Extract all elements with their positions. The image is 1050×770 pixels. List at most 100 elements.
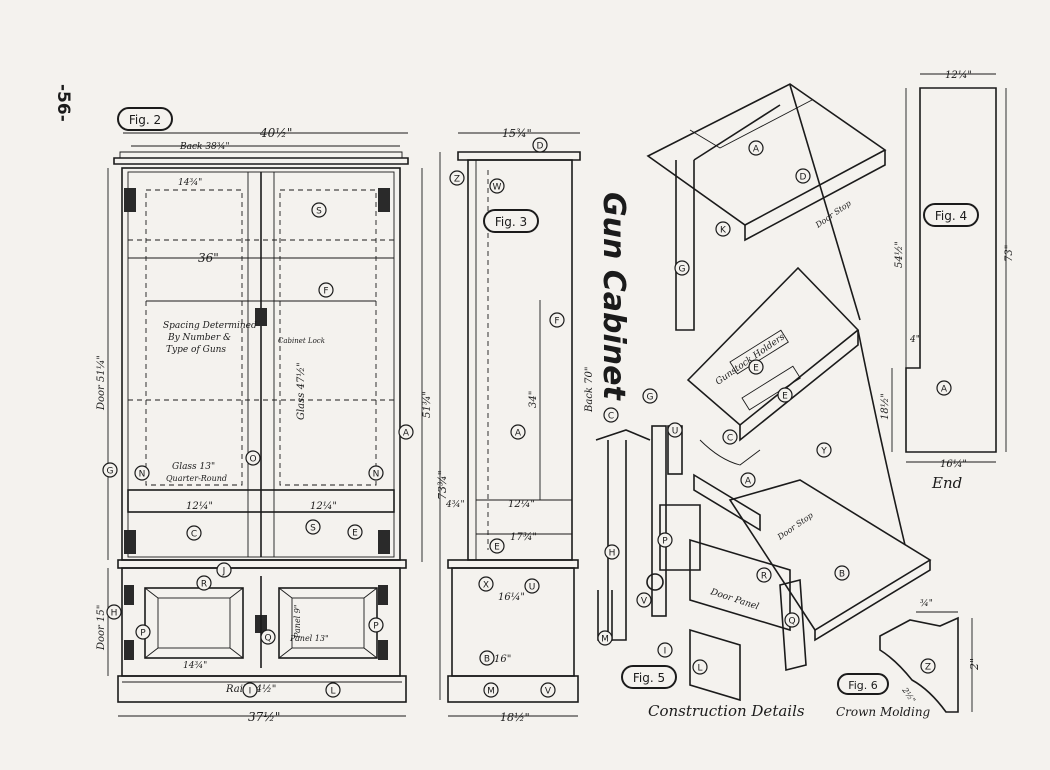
- fig2-spacing-note-2: By Number &: [167, 333, 231, 343]
- part-callout-letter: E: [753, 364, 759, 374]
- part-callout-letter: K: [720, 226, 727, 236]
- fig6-label-box: Fig. 6: [837, 673, 889, 695]
- part-callout-circle: [368, 617, 384, 633]
- part-callout-letter: A: [941, 385, 948, 395]
- part-callout-letter: R: [201, 580, 207, 590]
- part-callout-circle: [368, 465, 384, 481]
- fig2-base-width: 37½": [248, 710, 280, 724]
- part-callout-circle: [722, 429, 738, 445]
- part-callout-letter: G: [679, 265, 686, 275]
- part-callout-letter: J: [222, 567, 226, 577]
- part-callout-circle: [540, 682, 556, 698]
- part-callout-circle: [489, 538, 505, 554]
- part-callout-letter: C: [727, 434, 733, 444]
- part-callout-letter: C: [191, 530, 197, 540]
- part-callout-letter: I: [664, 647, 667, 657]
- fig3-depth-lower: 18½": [500, 711, 530, 724]
- fig5-label-box: Fig. 5: [621, 665, 677, 689]
- part-callout-letter: Z: [925, 663, 931, 673]
- fig2-bottom-dim: 14¾": [183, 660, 207, 671]
- part-callout-circle: [325, 682, 341, 698]
- part-callout-circle: [196, 575, 212, 591]
- fig2-height-total: 73¾": [436, 470, 449, 500]
- part-callout-circle: [603, 407, 619, 423]
- part-callout-circle: [135, 624, 151, 640]
- fig2-spacing-note-3: Type of Guns: [166, 345, 226, 355]
- part-callout-letter: G: [647, 393, 654, 403]
- part-callout-letter: L: [697, 664, 702, 674]
- fig6-crown-molding: ¾" 2" 2½" Fig. 6 Crown Molding: [836, 598, 981, 719]
- part-callout-letter: E: [782, 392, 788, 402]
- part-callout-circle: [636, 592, 652, 608]
- fig3-depth-12: 12¼": [508, 499, 535, 510]
- part-callout-letter: F: [323, 287, 328, 297]
- fig3-label: Fig. 3: [495, 215, 527, 229]
- part-callout-letter: H: [111, 609, 118, 619]
- fig6-height: 2": [968, 658, 981, 671]
- part-callout-letter: M: [601, 635, 609, 645]
- part-callout-circle: [134, 465, 150, 481]
- part-callout-letter: Q: [264, 634, 271, 644]
- part-callout-letter: U: [672, 427, 679, 437]
- part-callout-circle: [186, 525, 202, 541]
- part-callout-circle: [245, 450, 261, 466]
- fig4-label-box: Fig. 4: [923, 203, 979, 227]
- part-callout-circle: [936, 380, 952, 396]
- fig4-top-dim: 12¼": [945, 70, 972, 81]
- part-callout-circle: [311, 202, 327, 218]
- fig3-left-4: 4¾": [445, 499, 465, 510]
- fig5-label: Fig. 5: [633, 671, 665, 685]
- part-callout-circle: [597, 630, 613, 646]
- part-callout-circle: [260, 629, 276, 645]
- fig2-door-lower: Door 15": [96, 605, 107, 651]
- fig3-shelf-16: 16¼": [498, 592, 525, 603]
- fig6-diag: 2½": [900, 685, 917, 705]
- fig2-door-upper: Door 51¼": [96, 355, 107, 411]
- fig5-door-stop-1: Door Stop: [813, 199, 853, 230]
- part-callout-circle: [510, 424, 526, 440]
- part-callout-circle: [102, 462, 118, 478]
- part-callout-circle: [242, 682, 258, 698]
- fig2-back-dim: Back 38¾": [179, 141, 230, 152]
- fig3-back: Back 70": [584, 367, 595, 413]
- part-callout-letter: G: [107, 467, 114, 477]
- part-callout-letter: L: [330, 687, 335, 697]
- part-callout-letter: V: [545, 687, 552, 697]
- part-callout-circle: [715, 221, 731, 237]
- fig3-label-box: Fig. 3: [483, 209, 539, 233]
- part-callout-circle: [920, 658, 936, 674]
- part-callout-letter: U: [529, 583, 536, 593]
- title: Gun Cabinet: [596, 192, 631, 402]
- part-callout-letter: A: [753, 145, 760, 155]
- fig2-quarter-round: Quarter-Round: [166, 474, 227, 483]
- part-callout-circle: [604, 544, 620, 560]
- fig2-interior-width: 36": [198, 251, 219, 265]
- part-callout-circle: [692, 659, 708, 675]
- page-number: -56-: [53, 84, 73, 122]
- part-callout-circle: [816, 442, 832, 458]
- part-callout-letter: E: [494, 543, 500, 553]
- part-callout-circle: [642, 388, 658, 404]
- part-callout-circle: [657, 532, 673, 548]
- part-callout-circle: [489, 178, 505, 194]
- part-callout-circle: [777, 387, 793, 403]
- fig2-mid-right: 12¼": [310, 501, 337, 512]
- part-callout-letter: A: [515, 429, 522, 439]
- part-callout-letter: N: [373, 470, 380, 480]
- part-callout-circle: [305, 519, 321, 535]
- fig4-width: 16¼": [940, 459, 967, 470]
- part-callout-circle: [398, 424, 414, 440]
- part-callout-letter: E: [352, 529, 358, 539]
- part-callout-circle: [657, 642, 673, 658]
- part-callout-circle: [795, 168, 811, 184]
- part-callout-letter: X: [483, 581, 489, 591]
- fig4-label: Fig. 4: [935, 209, 967, 223]
- fig2-label: Fig. 2: [129, 113, 161, 127]
- fig4-h3: 18½": [880, 393, 891, 420]
- part-callout-letter: D: [537, 142, 544, 152]
- part-callout-circle: [532, 137, 548, 153]
- part-callout-letter: B: [839, 570, 845, 580]
- part-callout-circle: [483, 682, 499, 698]
